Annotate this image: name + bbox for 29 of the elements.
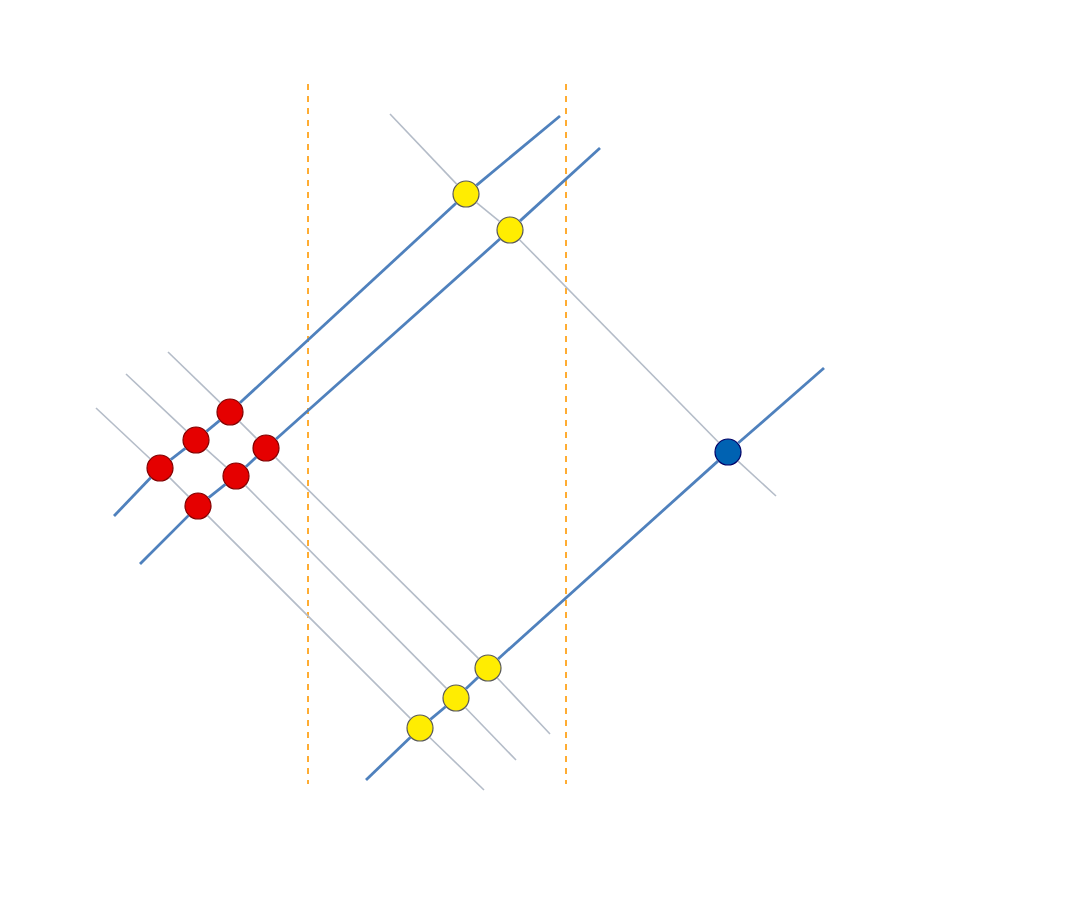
line (205, 448, 227, 468)
intersection-dot (222, 462, 250, 490)
intersection-dot (146, 454, 174, 482)
line (169, 447, 187, 461)
intersection-dot (474, 654, 502, 682)
intersection-dot (406, 714, 434, 742)
intersection-dot (184, 492, 212, 520)
intersection-dot (182, 426, 210, 454)
line (238, 420, 258, 440)
intersection-dot (216, 398, 244, 426)
line (244, 484, 448, 690)
line (475, 201, 501, 223)
line (205, 419, 221, 433)
line (207, 483, 227, 499)
intersection-dot (442, 684, 470, 712)
intersection-dot (714, 438, 742, 466)
line (464, 676, 480, 690)
line (168, 476, 190, 498)
line (275, 238, 501, 440)
line (497, 460, 719, 660)
intersection-dot (252, 434, 280, 462)
line (206, 514, 412, 720)
line (239, 202, 457, 404)
line (518, 238, 720, 444)
intersection-dot (452, 180, 480, 208)
intersection-dot (496, 216, 524, 244)
line (245, 456, 257, 468)
line (274, 456, 480, 660)
line (429, 705, 447, 721)
